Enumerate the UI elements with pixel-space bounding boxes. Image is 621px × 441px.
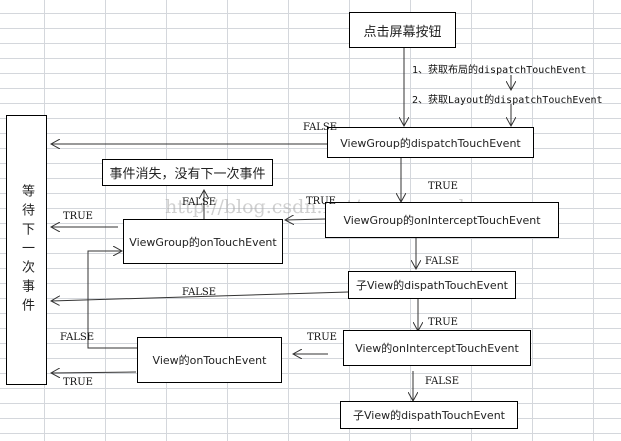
label-vg-intercept-true: TRUE [306,196,336,207]
arrow-child-dispatch-false [51,291,349,301]
label-child-dispatch-false: FALSE [182,287,217,298]
note-step2: 2、获取Layout的dispatchTouchEvent [412,95,603,106]
node-child-dispatch-1: 子View的dispathTouchEvent [348,271,516,299]
label-view-intercept-false: FALSE [425,376,460,387]
node-viewgroup-ontouch: ViewGroup的onTouchEvent [123,219,283,264]
node-viewgroup-dispatch: ViewGroup的dispatchTouchEvent [327,127,534,158]
arrow-vg-intercept-true [285,219,326,220]
node-click-screen: 点击屏幕按钮 [349,12,456,48]
node-view-ontouch: View的onTouchEvent [137,337,282,383]
node-viewgroup-intercept: ViewGroup的onInterceptTouchEvent [325,202,559,238]
node-child-dispatch-2: 子View的dispathTouchEvent [340,401,518,429]
label-view-ontouch-true: TRUE [63,377,93,388]
node-view-intercept: View的onInterceptTouchEvent [343,330,531,366]
note-step1: 1、获取布局的dispatchTouchEvent [412,65,587,76]
node-wait-next: 等待下一次事件 [6,115,47,385]
label-view-intercept-true: TRUE [307,332,337,343]
label-vg-ontouch-true: TRUE [63,211,93,222]
arrow-view-ontouch-false [87,251,137,349]
label-vg-dispatch-true: TRUE [428,181,458,192]
label-vg-ontouch-false: FALSE [182,197,217,208]
node-event-gone: 事件消失，没有下一次事件 [102,159,273,186]
label-view-ontouch-false: FALSE [60,332,95,343]
label-child-dispatch-true: TRUE [428,317,458,328]
label-vg-dispatch-false: FALSE [303,122,338,133]
arrow-view-ontouch-true [51,372,137,373]
label-vg-intercept-false: FALSE [425,256,460,267]
